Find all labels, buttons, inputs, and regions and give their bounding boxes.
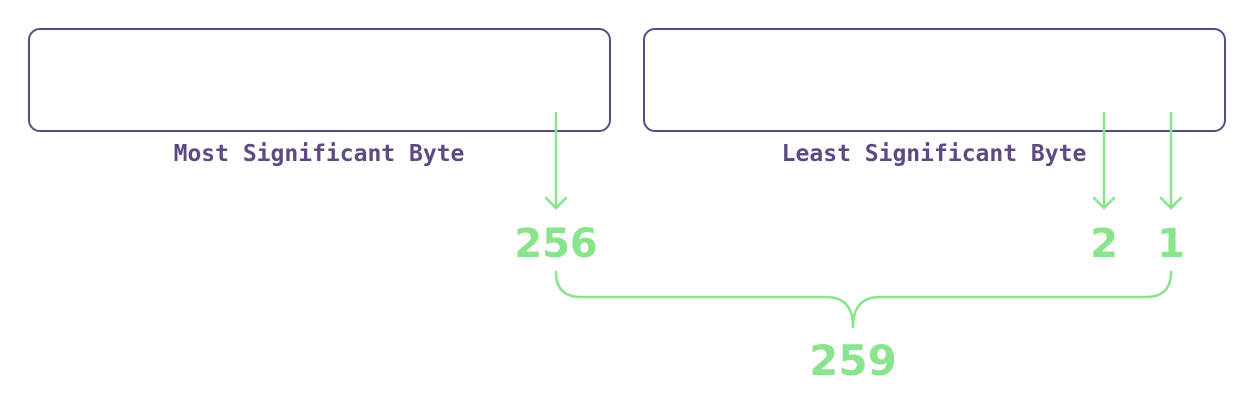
most-significant-byte-box — [28, 28, 611, 132]
sum-brace — [554, 270, 1173, 329]
msb-arrow-head — [544, 196, 568, 210]
lsb-bit2-arrow-head — [1092, 196, 1116, 210]
lsb-bit1-arrow-head — [1159, 196, 1183, 210]
sum-value: 259 — [809, 336, 897, 385]
lsb-bit1-value: 1 — [1157, 221, 1185, 267]
lsb-bit2-value: 2 — [1090, 221, 1118, 267]
least-significant-byte-box — [643, 28, 1226, 132]
most-significant-byte-label: Most Significant Byte — [173, 141, 465, 167]
msb-bit-value: 256 — [514, 221, 598, 267]
least-significant-byte-label: Least Significant Byte — [781, 141, 1087, 167]
